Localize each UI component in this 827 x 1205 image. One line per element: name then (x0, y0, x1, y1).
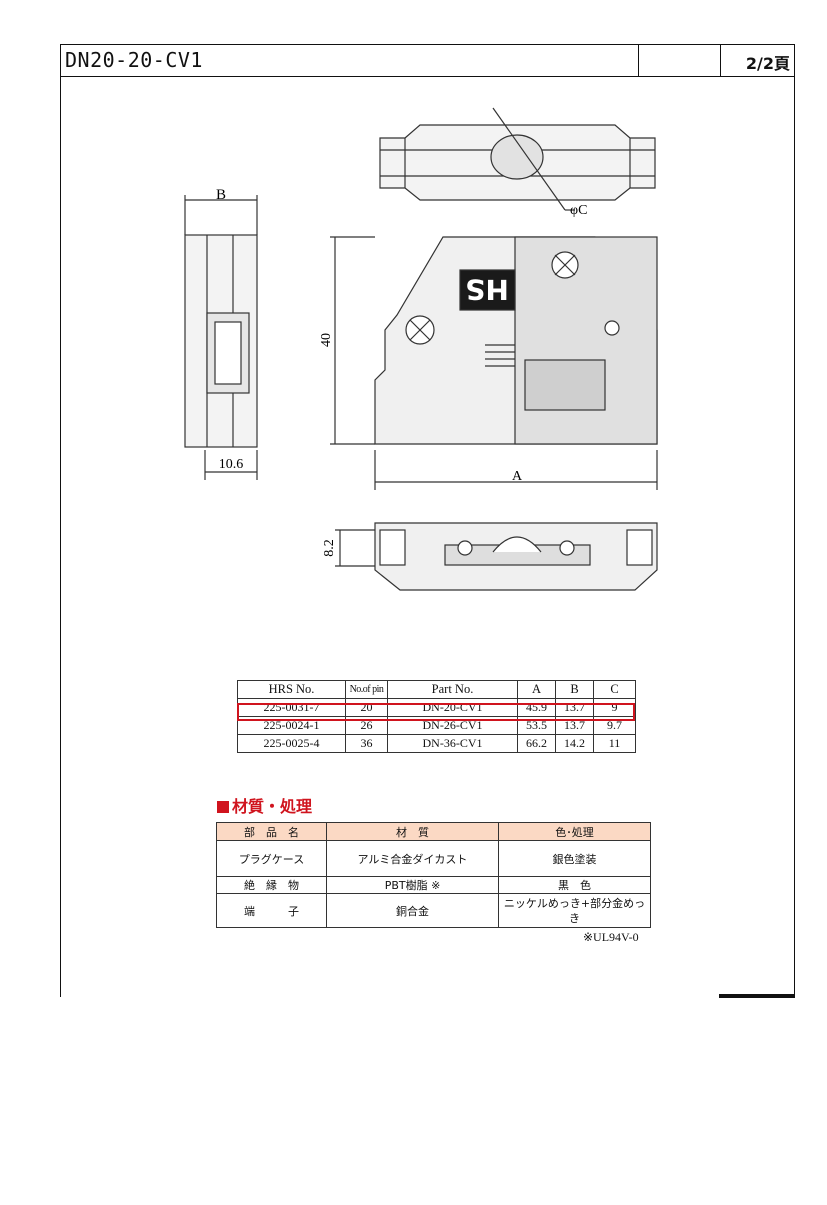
front-view (330, 236, 658, 490)
cell-pins: 36 (345, 734, 388, 753)
table-row: 225-0025-4 36 DN-36-CV1 66.2 14.2 11 (237, 734, 636, 753)
highlight-box (237, 703, 635, 721)
spec-header-row: HRS No. No.of pin Part No. A B C (237, 680, 636, 699)
dim-82-label: 8.2 (322, 539, 337, 557)
cell-part-name: 端 子 (216, 893, 327, 928)
col-a: A (517, 680, 556, 699)
footnote: ※UL94V-0 (583, 930, 639, 944)
table-row: プラグケース アルミ合金ダイカスト 銀色塗装 (216, 840, 651, 877)
col-finish: 色･処理 (498, 822, 651, 841)
cell-finish: ニッケルめっき+部分金めっき (498, 893, 651, 928)
table-row: 絶 縁 物 PBT樹脂 ※ 黒 色 (216, 876, 651, 894)
document-frame: DN20-20-CV1 2/2頁 (60, 44, 795, 997)
bottom-view (335, 522, 658, 591)
connector-drawing: B φC 40 10.6 A 8.2 HS (184, 107, 658, 591)
materials-heading: 材質・処理 (217, 793, 312, 817)
bottom-bar (719, 994, 795, 998)
header-row: DN20-20-CV1 2/2頁 (61, 45, 794, 77)
dim-40-label: 40 (319, 333, 334, 347)
col-part-name: 部 品 名 (216, 822, 327, 841)
cell-finish: 黒 色 (498, 876, 651, 894)
col-b: B (555, 680, 594, 699)
cell-c: 11 (593, 734, 636, 753)
cell-material: アルミ合金ダイカスト (326, 840, 499, 877)
hrs-logo: HS (465, 273, 509, 306)
cell-hrs-no: 225-0025-4 (237, 734, 346, 753)
red-square-icon (217, 801, 229, 813)
table-row: 端 子 銅合金 ニッケルめっき+部分金めっき (216, 893, 651, 928)
col-part-no: Part No. (387, 680, 518, 699)
header-page-cell: 2/2頁 (720, 45, 794, 77)
cell-part-name: 絶 縁 物 (216, 876, 327, 894)
header-empty-cell (638, 45, 720, 77)
materials-header-row: 部 品 名 材 質 色･処理 (216, 822, 651, 841)
dim-b-label: B (216, 187, 226, 203)
cell-b: 14.2 (555, 734, 594, 753)
materials-title-text: 材質・処理 (232, 797, 313, 816)
side-view (184, 195, 258, 480)
cell-part-name: プラグケース (216, 840, 327, 877)
col-no-of-pin: No.of pin (345, 680, 388, 699)
col-hrs-no: HRS No. (237, 680, 346, 699)
dim-106-label: 10.6 (219, 457, 244, 472)
materials-table: 部 品 名 材 質 色･処理 プラグケース アルミ合金ダイカスト 銀色塗装 絶 … (216, 822, 651, 928)
document-title: DN20-20-CV1 (65, 48, 203, 72)
dim-phi-c-label: φC (570, 203, 587, 218)
cell-part-no: DN-36-CV1 (387, 734, 518, 753)
dim-a-label: A (512, 469, 523, 484)
col-material: 材 質 (326, 822, 499, 841)
cell-finish: 銀色塗装 (498, 840, 651, 877)
cell-a: 66.2 (517, 734, 556, 753)
top-view (379, 107, 656, 211)
cell-material: 銅合金 (326, 893, 499, 928)
col-c: C (593, 680, 636, 699)
page-number: 2/2頁 (745, 54, 790, 73)
cell-material: PBT樹脂 ※ (326, 876, 499, 894)
